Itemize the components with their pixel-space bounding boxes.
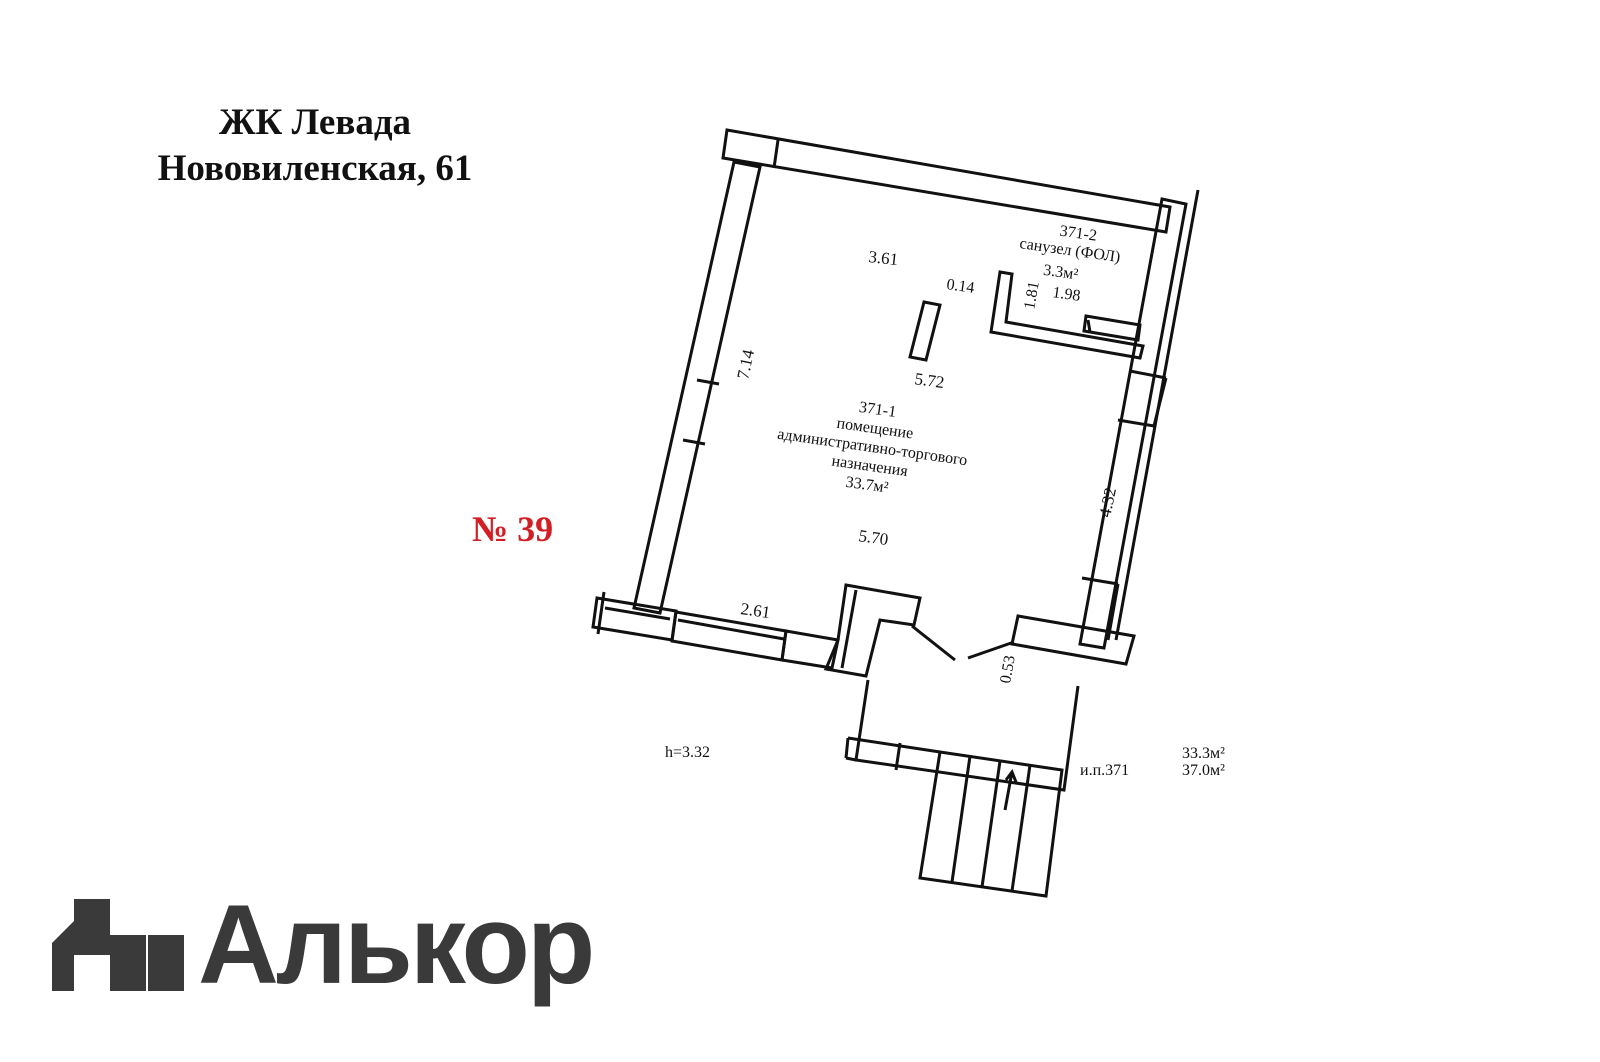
brand: Алькор [52, 880, 595, 1010]
dim-top-left: 3.61 [868, 247, 900, 269]
unit-label: и.п.371 [1080, 762, 1129, 779]
dim-front-wall: 2.61 [739, 599, 771, 622]
wall-top [721, 128, 1172, 234]
alkor-logo-icon [52, 899, 184, 991]
column [908, 300, 942, 362]
complex-name: ЖК Левада [218, 102, 412, 143]
dim-wc-width: 1.98 [1051, 284, 1081, 305]
dim-wc-depth: 1.81 [1021, 280, 1043, 311]
pillar-left [780, 629, 840, 670]
pillar-right [823, 583, 922, 678]
wc-partition [989, 270, 1145, 360]
plan-number: № 39 [472, 509, 554, 549]
wall-right [1078, 197, 1188, 650]
wall-left [632, 160, 762, 615]
total-area-1: 33.3м² [1182, 745, 1225, 762]
dim-door-step: 0.53 [997, 654, 1019, 685]
stairs [918, 750, 1064, 898]
room-code: 371-1 [858, 399, 897, 421]
dim-left-wall: 7.14 [733, 347, 758, 381]
wall-bottom-right [1010, 614, 1136, 666]
dim-right-wall: 4.32 [1095, 486, 1120, 519]
dim-bottom-width: 5.70 [857, 526, 889, 549]
door-leaf-left [911, 624, 956, 662]
address: Нововиленская, 61 [157, 148, 473, 189]
wc-code: 371-2 [1059, 223, 1098, 245]
ceiling-height: h=3.32 [665, 744, 710, 761]
total-area-2: 37.0м² [1182, 762, 1225, 779]
wc-area: 3.3м² [1042, 262, 1079, 284]
brand-name: Алькор [198, 882, 595, 1007]
dim-inner-width: 5.72 [913, 369, 945, 392]
dim-wc-wall: 0.14 [945, 276, 975, 297]
porch-outline [854, 679, 1080, 792]
door-leaf-right [967, 640, 1015, 660]
wc-fixture [1082, 314, 1142, 342]
room-area: 33.7м² [845, 474, 890, 497]
